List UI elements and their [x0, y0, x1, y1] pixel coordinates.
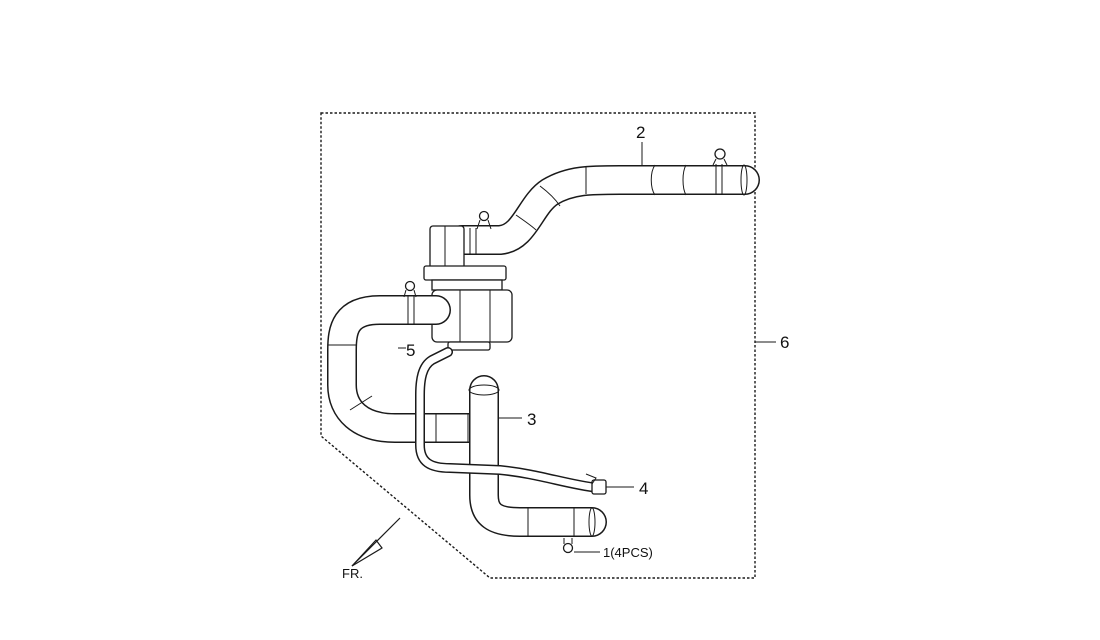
clip-icon: [478, 210, 490, 222]
lower-hose: [327, 280, 607, 554]
small-tube: [415, 347, 607, 495]
callout-5: 5: [406, 341, 415, 360]
callout-4: 4: [639, 479, 648, 498]
callout-3: 3: [527, 410, 536, 429]
upper-hose: [447, 148, 760, 255]
front-label: FR.: [342, 566, 363, 581]
clip-icon: [562, 542, 574, 554]
kit-boundary: [320, 112, 756, 579]
front-direction-arrow: [351, 517, 401, 567]
air-injection-valve: [423, 210, 513, 351]
clip-icon: [714, 148, 726, 160]
callout-1: 1(4PCS): [603, 545, 653, 560]
callout-6: 6: [780, 333, 789, 352]
callout-2: 2: [636, 123, 645, 142]
clip-icon: [404, 280, 416, 292]
